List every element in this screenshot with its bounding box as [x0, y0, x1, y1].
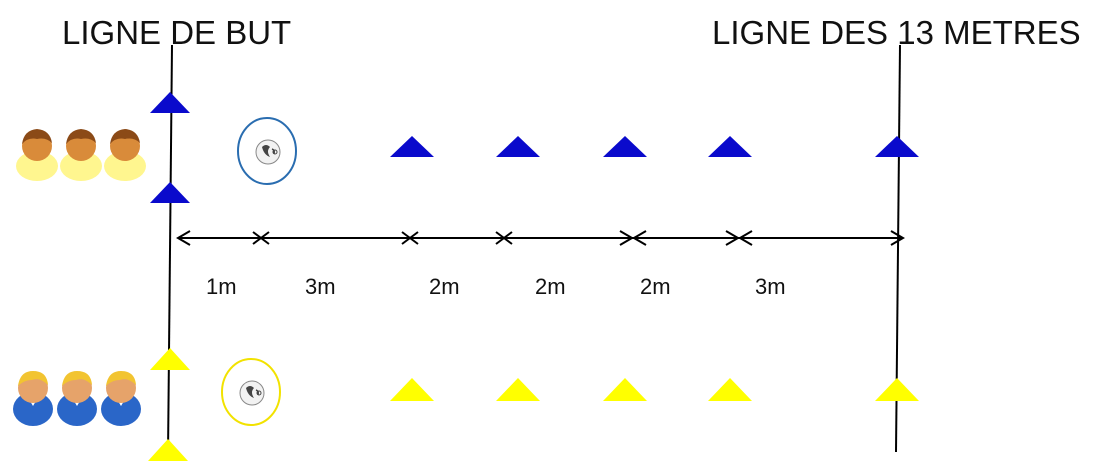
cross-mark-2	[401, 231, 419, 245]
blue-cone-13m	[875, 136, 919, 157]
yellow-cone-2	[496, 378, 540, 401]
distance-label-6: 3m	[755, 274, 786, 299]
player-icon	[60, 129, 102, 181]
yellow-cone-goal-bottom	[148, 439, 188, 461]
arrowhead-pair-1b	[632, 230, 647, 246]
distance-measure	[176, 230, 905, 246]
blue-cone-2	[496, 136, 540, 157]
blue-cone-goal-bottom	[150, 182, 190, 203]
yellow-cone-markers	[148, 348, 919, 461]
players-blue-team	[16, 129, 146, 181]
ball-yellow-team	[221, 358, 281, 426]
goal-line-label: LIGNE DE BUT	[62, 14, 292, 51]
arrowhead-end	[890, 230, 905, 246]
cross-mark-1	[252, 231, 270, 245]
distance-label-4: 2m	[535, 274, 566, 299]
arrowhead-pair-2b	[738, 230, 753, 246]
distance-label-5: 2m	[640, 274, 671, 299]
blue-cone-markers	[150, 92, 919, 203]
yellow-cone-3	[603, 378, 647, 401]
goal-line	[167, 44, 173, 456]
player-icon	[16, 129, 58, 181]
thirteen-metre-line-label: LIGNE DES 13 METRES	[712, 14, 1081, 51]
player-icon	[101, 371, 141, 426]
player-icon	[57, 371, 97, 426]
yellow-cone-13m	[875, 378, 919, 401]
arrowhead-pair-2a	[725, 230, 740, 246]
ball-blue-team	[237, 117, 297, 185]
yellow-cone-4	[708, 378, 752, 401]
distance-label-2: 3m	[305, 274, 336, 299]
yellow-cone-goal-top	[150, 348, 190, 370]
blue-cone-3	[603, 136, 647, 157]
blue-cone-goal-top	[150, 92, 190, 113]
players-yellow-team	[13, 371, 141, 426]
arrowhead-pair-1a	[619, 230, 634, 246]
player-icon	[13, 371, 53, 426]
arrowhead-start	[176, 230, 191, 246]
blue-cone-1	[390, 136, 434, 157]
yellow-cone-1	[390, 378, 434, 401]
blue-cone-4	[708, 136, 752, 157]
distance-label-1: 1m	[206, 274, 237, 299]
cross-mark-3	[495, 231, 513, 245]
distance-label-3: 2m	[429, 274, 460, 299]
player-icon	[104, 129, 146, 181]
